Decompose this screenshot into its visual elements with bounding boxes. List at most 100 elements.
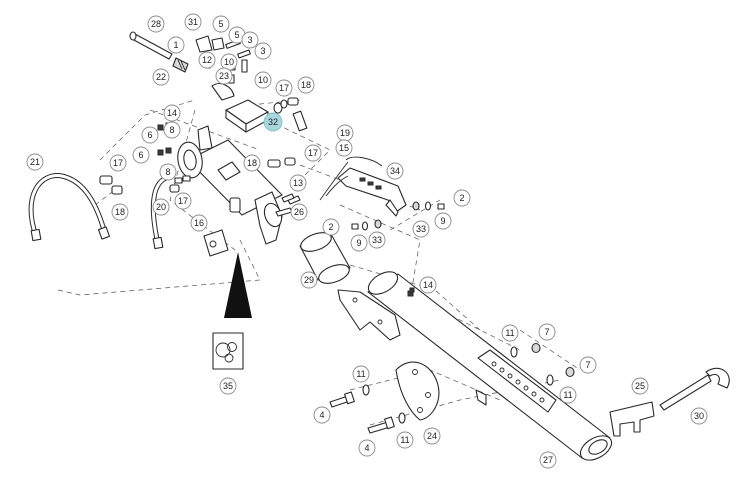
callout-9: 9 xyxy=(434,212,452,230)
svg-text:10: 10 xyxy=(258,75,268,85)
callout-labels: 28 31 5 5 3 3 1 12 10 10 23 22 17 18 32 … xyxy=(26,13,708,469)
cable xyxy=(319,161,349,201)
callout-9: 9 xyxy=(350,234,368,252)
svg-text:2: 2 xyxy=(328,222,333,232)
svg-text:11: 11 xyxy=(356,369,365,379)
svg-text:27: 27 xyxy=(543,455,553,465)
flange-plate xyxy=(395,361,440,421)
callout-20: 20 xyxy=(152,198,170,216)
svg-text:24: 24 xyxy=(427,431,437,441)
svg-text:4: 4 xyxy=(319,410,324,420)
svg-text:15: 15 xyxy=(339,143,349,153)
callout-4: 4 xyxy=(313,406,331,424)
callout-23: 23 xyxy=(215,67,233,85)
callout-27: 27 xyxy=(539,451,557,469)
callout-5: 5 xyxy=(212,15,230,33)
callout-14: 14 xyxy=(419,276,437,294)
callout-21: 21 xyxy=(26,153,44,171)
svg-text:33: 33 xyxy=(416,224,426,234)
callout-3: 3 xyxy=(241,31,259,49)
callout-18: 18 xyxy=(111,203,129,221)
svg-text:34: 34 xyxy=(390,166,400,176)
svg-text:25: 25 xyxy=(635,381,645,391)
callout-31: 31 xyxy=(184,13,202,31)
svg-text:10: 10 xyxy=(224,57,234,67)
svg-text:22: 22 xyxy=(156,72,166,82)
svg-text:11: 11 xyxy=(563,390,572,400)
svg-text:5: 5 xyxy=(218,19,223,29)
svg-text:17: 17 xyxy=(279,83,289,93)
svg-text:9: 9 xyxy=(440,216,445,226)
callout-29: 29 xyxy=(300,271,318,289)
svg-text:18: 18 xyxy=(115,207,125,217)
svg-text:23: 23 xyxy=(219,71,229,81)
bracket-slotted xyxy=(325,156,407,217)
clamp-plate-rear xyxy=(337,289,401,341)
svg-text:14: 14 xyxy=(423,280,433,290)
svg-text:16: 16 xyxy=(194,218,204,228)
svg-text:13: 13 xyxy=(293,178,303,188)
svg-text:19: 19 xyxy=(340,128,350,138)
callout-25: 25 xyxy=(631,377,649,395)
washers-and-nuts xyxy=(362,342,575,424)
callout-28: 28 xyxy=(147,15,165,33)
svg-text:28: 28 xyxy=(151,19,161,29)
svg-text:11: 11 xyxy=(400,435,409,445)
callout-2: 2 xyxy=(322,218,340,236)
svg-text:20: 20 xyxy=(156,202,166,212)
callout-33: 33 xyxy=(368,231,386,249)
callout-5: 5 xyxy=(228,26,246,44)
callout-13: 13 xyxy=(289,174,307,192)
svg-text:6: 6 xyxy=(147,130,152,140)
fittings-middle xyxy=(267,157,301,205)
callout-17: 17 xyxy=(109,154,127,172)
svg-text:17: 17 xyxy=(113,158,123,168)
svg-text:33: 33 xyxy=(372,235,382,245)
svg-text:8: 8 xyxy=(169,125,174,135)
svg-text:18: 18 xyxy=(301,80,311,90)
callout-17: 17 xyxy=(275,79,293,97)
callout-8: 8 xyxy=(163,121,181,139)
callout-10: 10 xyxy=(254,71,272,89)
svg-text:29: 29 xyxy=(304,275,314,285)
svg-text:9: 9 xyxy=(356,238,361,248)
svg-text:2: 2 xyxy=(459,193,464,203)
svg-text:12: 12 xyxy=(202,55,212,65)
inner-sleeve xyxy=(299,232,351,284)
svg-text:31: 31 xyxy=(188,17,198,27)
fittings-left xyxy=(99,175,180,195)
callout-33: 33 xyxy=(412,220,430,238)
u-bracket xyxy=(609,401,655,437)
callout-3: 3 xyxy=(254,42,272,60)
callout-7: 7 xyxy=(538,323,556,341)
callout-34: 34 xyxy=(386,162,404,180)
hose-left xyxy=(28,173,111,242)
callout-6: 6 xyxy=(141,126,159,144)
callout-12: 12 xyxy=(198,51,216,69)
direction-arrow xyxy=(224,252,252,318)
callout-15: 15 xyxy=(335,139,353,157)
callout-19: 19 xyxy=(336,124,354,142)
callout-4: 4 xyxy=(358,439,376,457)
svg-text:7: 7 xyxy=(544,327,549,337)
svg-text:3: 3 xyxy=(247,35,252,45)
spanner-wrench xyxy=(659,367,730,411)
svg-text:7: 7 xyxy=(585,360,590,370)
top-hardware xyxy=(195,35,251,101)
callout-11: 11 xyxy=(501,324,519,342)
svg-text:8: 8 xyxy=(165,167,170,177)
callout-14: 14 xyxy=(163,104,181,122)
svg-text:6: 6 xyxy=(138,150,143,160)
bolts-4 xyxy=(329,391,395,434)
svg-text:17: 17 xyxy=(308,148,318,158)
callout-6: 6 xyxy=(132,146,150,164)
svg-text:35: 35 xyxy=(223,381,233,391)
callout-30: 30 xyxy=(690,407,708,425)
callout-32: 32 xyxy=(263,112,283,132)
fittings-top xyxy=(280,97,299,109)
callout-11: 11 xyxy=(352,365,370,383)
callout-2: 2 xyxy=(453,189,471,207)
callout-18: 18 xyxy=(297,76,315,94)
callout-24: 24 xyxy=(423,427,441,445)
